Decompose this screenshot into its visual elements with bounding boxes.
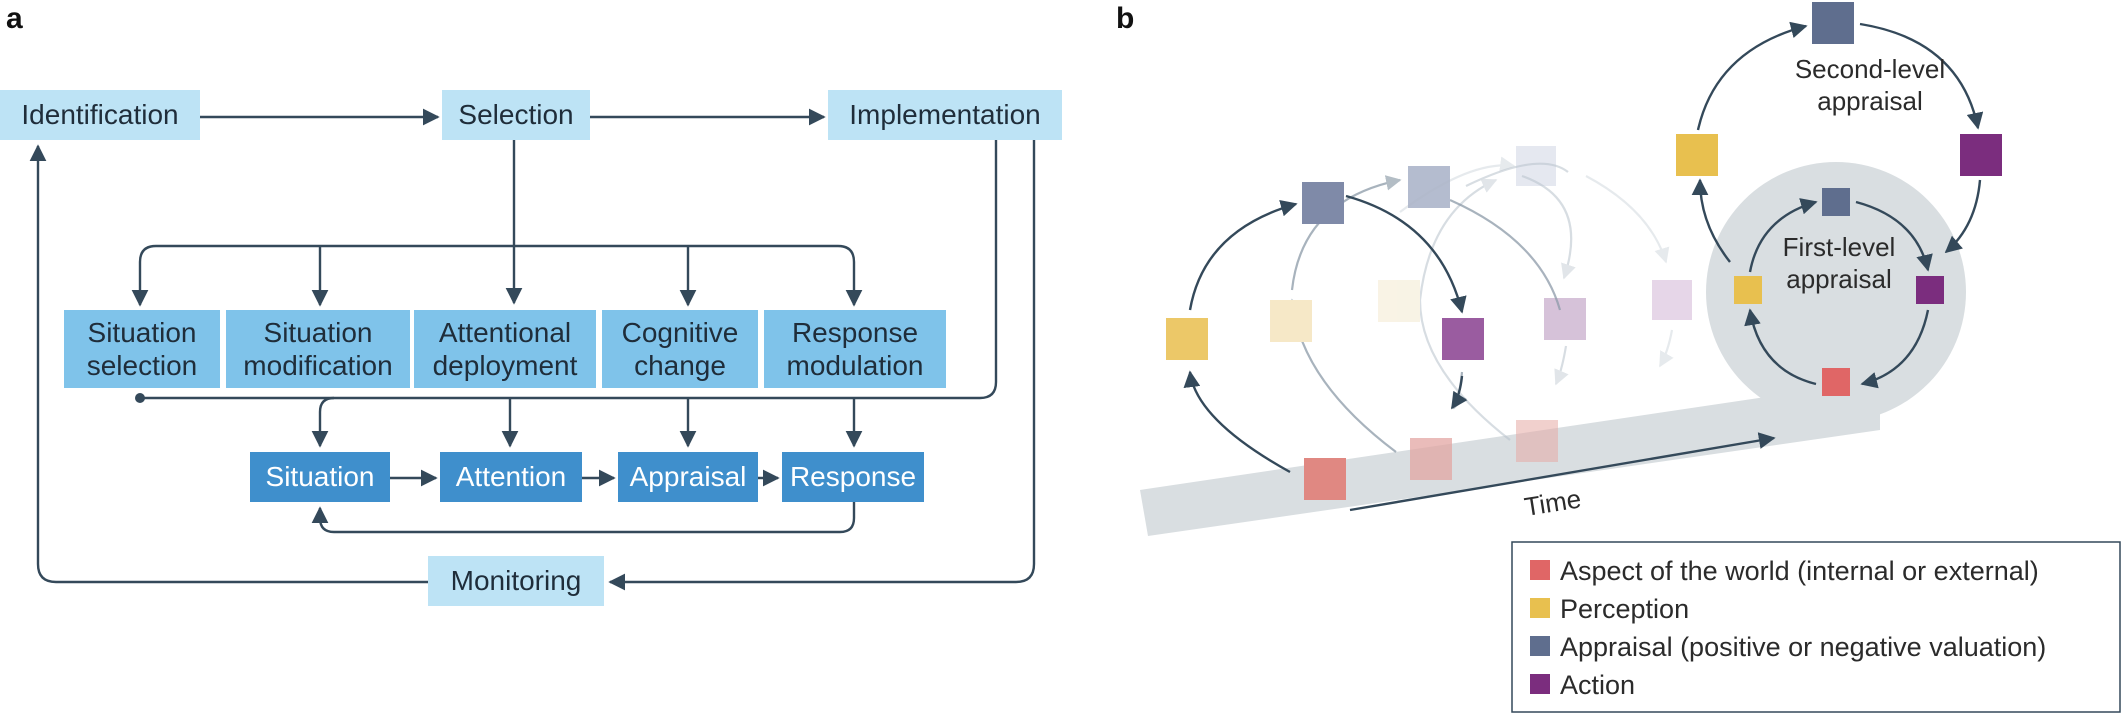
svg-text:selection: selection bbox=[87, 350, 198, 381]
svg-text:modification: modification bbox=[243, 350, 392, 381]
identification-box: Identification bbox=[0, 90, 200, 140]
first-level-label-line1: First-level bbox=[1783, 232, 1896, 262]
svg-text:Situation: Situation bbox=[88, 317, 197, 348]
second-level-action-square bbox=[1960, 134, 2002, 176]
second-level-cycle: Second-level appraisal bbox=[1676, 2, 2002, 263]
arrow-monitoring-identification bbox=[29, 144, 428, 584]
svg-text:Situation: Situation bbox=[264, 317, 373, 348]
strategy-cognitive-change: Cognitive change bbox=[602, 310, 758, 388]
selection-label: Selection bbox=[458, 99, 573, 130]
svg-text:Response: Response bbox=[790, 461, 916, 492]
process-attention: Attention bbox=[440, 452, 582, 502]
svg-text:Appraisal (positive or negativ: Appraisal (positive or negative valuatio… bbox=[1560, 632, 2046, 662]
svg-text:Situation: Situation bbox=[266, 461, 375, 492]
svg-text:Response: Response bbox=[792, 317, 918, 348]
strategy-situation-selection: Situation selection bbox=[64, 310, 220, 388]
svg-text:Action: Action bbox=[1560, 670, 1635, 700]
current-appraisal bbox=[1302, 182, 1344, 224]
first-level-perception-square bbox=[1734, 276, 1762, 304]
monitoring-box: Monitoring bbox=[428, 556, 604, 606]
svg-text:modulation: modulation bbox=[787, 350, 924, 381]
identification-label: Identification bbox=[21, 99, 178, 130]
svg-text:Attention: Attention bbox=[456, 461, 567, 492]
history-cycle-2 bbox=[1378, 162, 1586, 462]
strategy-attentional-deployment: Attentional deployment bbox=[414, 310, 596, 388]
history-cycle-3 bbox=[1399, 146, 1692, 368]
second-level-appraisal-square bbox=[1812, 2, 1854, 44]
time-label: Time bbox=[1522, 483, 1583, 522]
first-level-action-square bbox=[1916, 276, 1944, 304]
legend: Aspect of the world (internal or externa… bbox=[1511, 541, 2121, 713]
svg-text:Appraisal: Appraisal bbox=[630, 461, 747, 492]
svg-text:Perception: Perception bbox=[1560, 594, 1689, 624]
implementation-label: Implementation bbox=[849, 99, 1040, 130]
legend-item-appraisal: Appraisal (positive or negative valuatio… bbox=[1530, 632, 2046, 662]
second-level-label-line1: Second-level bbox=[1795, 54, 1945, 84]
current-world bbox=[1304, 458, 1346, 500]
strategy-response-modulation: Response modulation bbox=[764, 310, 946, 388]
svg-text:Aspect of the world (internal: Aspect of the world (internal or externa… bbox=[1560, 556, 2039, 586]
current-action bbox=[1442, 318, 1484, 360]
panel-a-letter: a bbox=[6, 2, 23, 35]
panel-a: a Identification Selection Implementatio… bbox=[0, 2, 1062, 606]
selection-box: Selection bbox=[442, 90, 590, 140]
second-level-perception-square bbox=[1676, 134, 1718, 176]
monitoring-label: Monitoring bbox=[451, 565, 582, 596]
time-arrow bbox=[1349, 432, 1776, 512]
process-situation: Situation bbox=[250, 452, 390, 502]
first-level-cycle: First-level appraisal bbox=[1734, 188, 1944, 396]
strategy-bracket bbox=[138, 244, 856, 303]
response-situation-loop bbox=[311, 502, 856, 534]
current-perception bbox=[1166, 318, 1208, 360]
current-cycle bbox=[1166, 182, 1484, 500]
svg-text:Cognitive: Cognitive bbox=[622, 317, 739, 348]
second-level-label-line2: appraisal bbox=[1817, 86, 1923, 116]
strategy-situation-modification: Situation modification bbox=[226, 310, 410, 388]
svg-text:Attentional: Attentional bbox=[439, 317, 571, 348]
arrow-implementation-monitoring bbox=[608, 140, 1036, 591]
legend-item-world: Aspect of the world (internal or externa… bbox=[1530, 556, 2039, 586]
first-level-appraisal-square bbox=[1822, 188, 1850, 216]
first-level-world-square bbox=[1822, 368, 1850, 396]
first-level-label-line2: appraisal bbox=[1786, 264, 1892, 294]
panel-b-letter: b bbox=[1116, 2, 1134, 35]
panel-b: b Time bbox=[1116, 2, 2121, 713]
implementation-box: Implementation bbox=[828, 90, 1062, 140]
implementation-feedback-line bbox=[142, 140, 998, 400]
process-response: Response bbox=[782, 452, 924, 502]
svg-text:change: change bbox=[634, 350, 726, 381]
svg-text:deployment: deployment bbox=[433, 350, 578, 381]
process-appraisal: Appraisal bbox=[618, 452, 758, 502]
legend-item-perception: Perception bbox=[1530, 594, 1689, 624]
legend-frame bbox=[1511, 541, 2121, 713]
legend-item-action: Action bbox=[1530, 670, 1635, 700]
